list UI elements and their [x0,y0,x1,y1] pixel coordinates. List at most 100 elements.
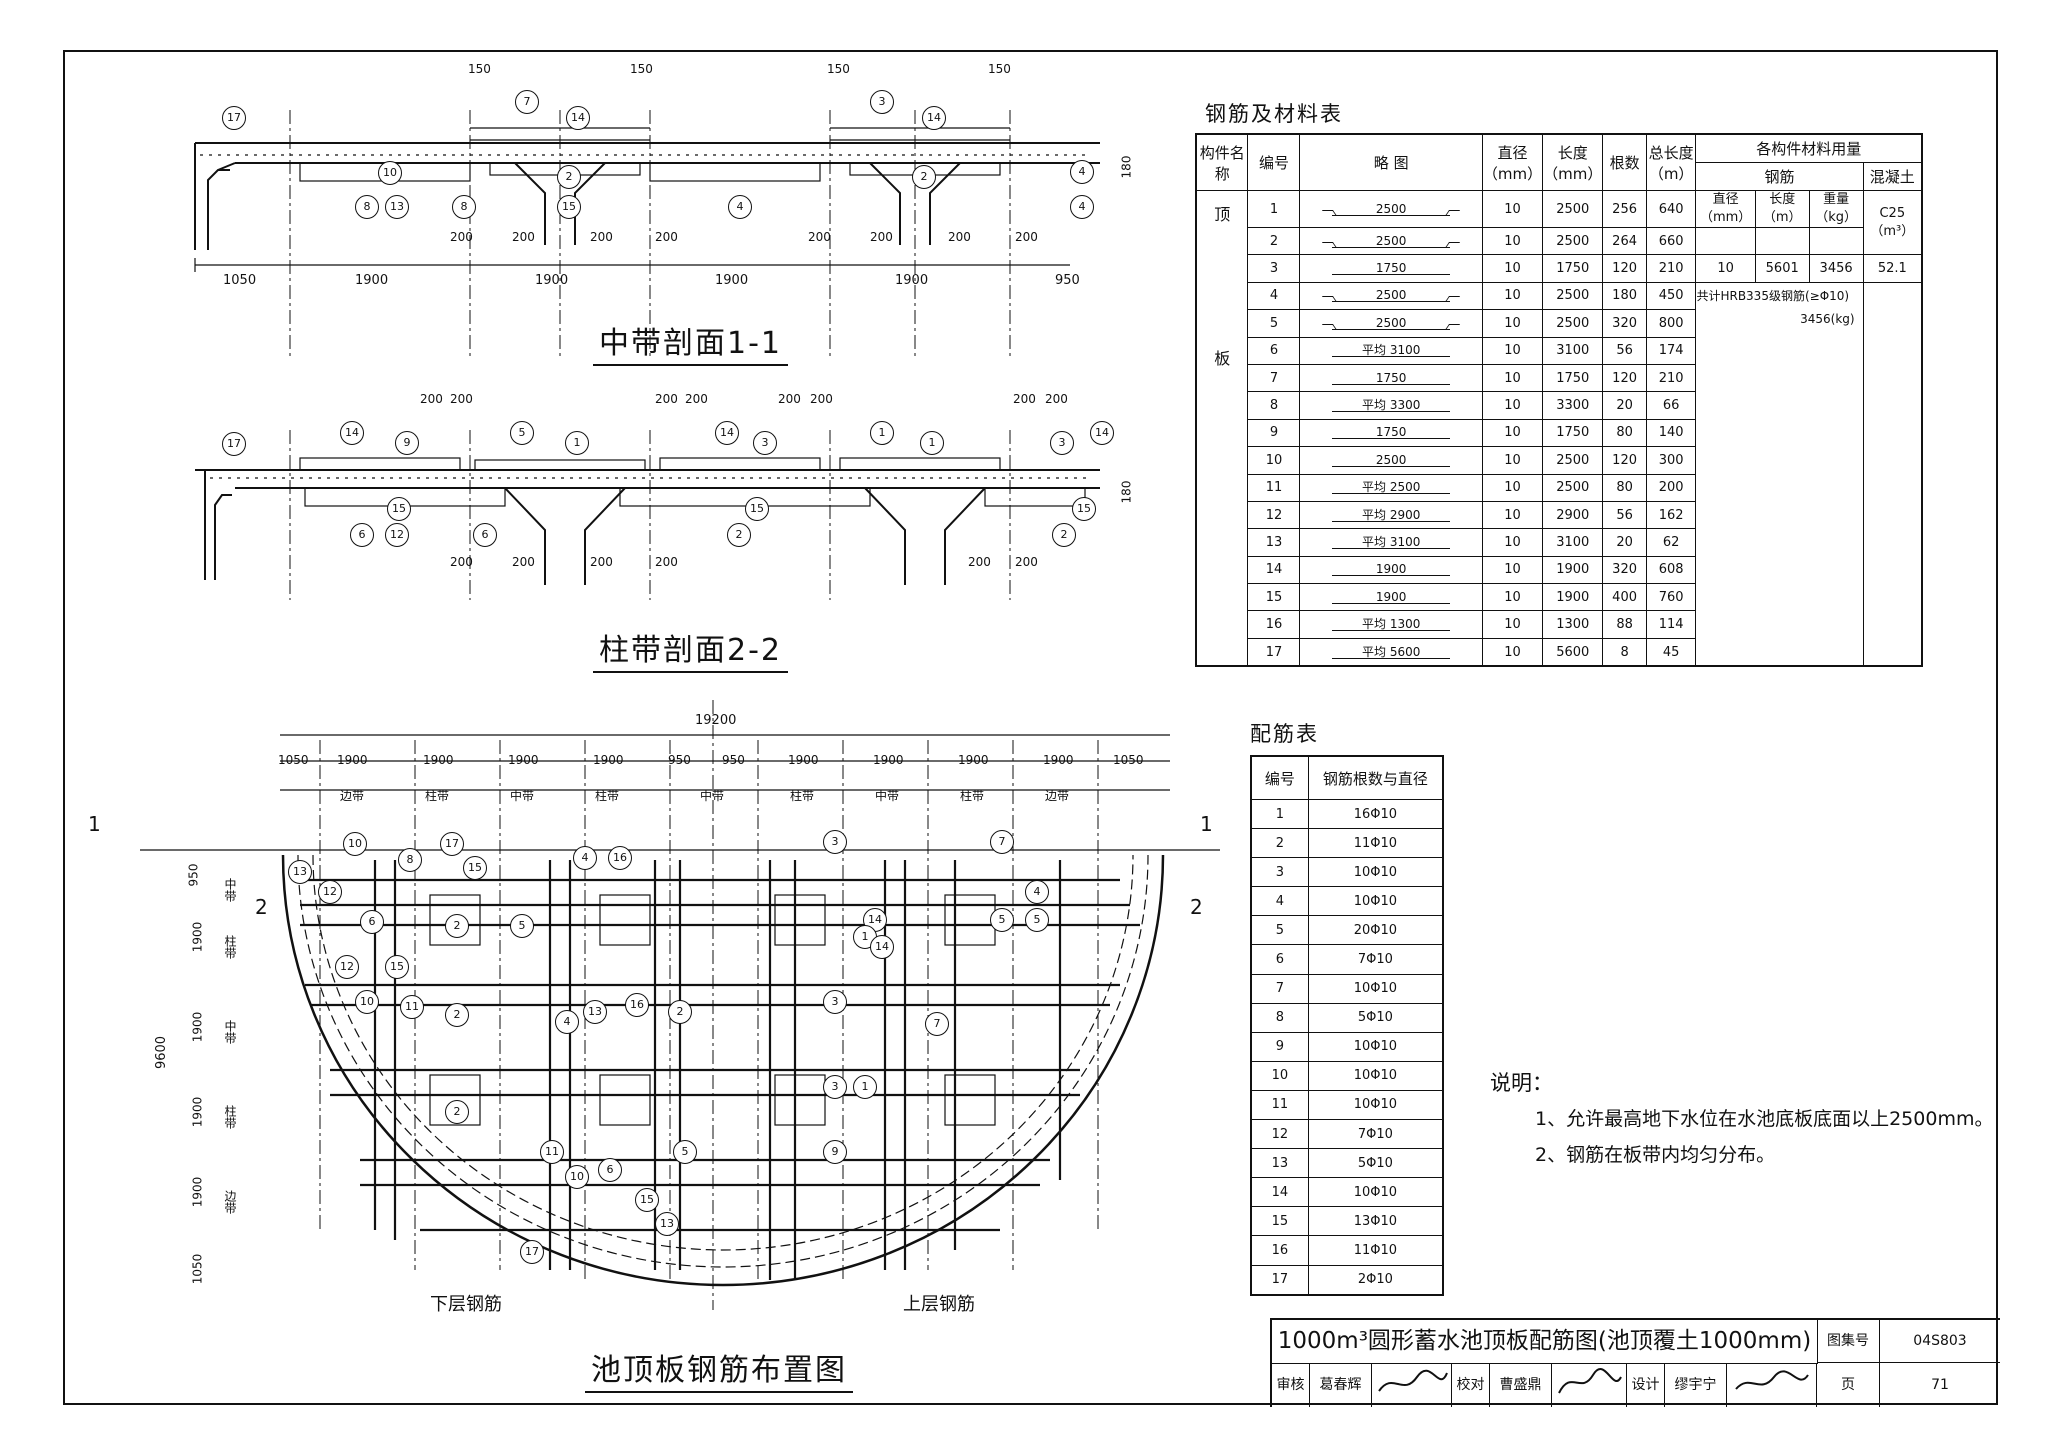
mat-total: 640 [1645,190,1697,228]
review-label: 审核 [1272,1363,1310,1407]
mat-sketch-bar: 1750 [1332,372,1451,385]
mat-sketch-bar: 平均 1300 [1332,618,1451,632]
section-1-callout: 8 [452,195,476,219]
section-2-sub-dim: 200 [655,555,678,569]
mat-len: 3100 [1542,336,1604,365]
plan-title: 池顶板钢筋布置图 [585,1345,853,1393]
mat-no: 12 [1247,500,1301,530]
mat-sketch: 2500 [1299,226,1483,256]
mat-len: 2500 [1542,281,1604,311]
mat-len: 2500 [1542,190,1604,228]
rebar-spec: 10Φ10 [1307,973,1444,1004]
mat-sketch-bar: 平均 2500 [1332,481,1451,495]
usage-blank [1808,226,1864,256]
mat-sketch-bar: 1900 [1332,591,1451,604]
section-1-dim: 1900 [715,273,749,288]
page-number: 71 [1931,1377,1949,1393]
rebar-spec: 10Φ10 [1307,1060,1444,1091]
plan-callout: 10 [565,1165,589,1189]
member-name-cell: 顶板 [1195,190,1249,667]
plan-callout: 3 [823,990,847,1014]
mat-count: 80 [1602,418,1647,448]
section-2-callout: 15 [1072,497,1096,521]
mat-total: 450 [1645,281,1697,311]
mat-sketch-bar: 2500 [1332,317,1451,330]
mat-sketch-bar: 平均 5600 [1332,646,1451,659]
usage-wt: 3456 [1808,254,1864,283]
plan-left-band: 中带 [223,1020,237,1044]
plan-callout: 7 [925,1012,949,1036]
rebar-spec: 2Φ10 [1307,1264,1444,1296]
section-1-callout: 3 [870,90,894,114]
cut-mark-1-right: 1 [1200,812,1213,836]
mat-dia: 10 [1481,254,1544,283]
mat-total: 200 [1645,473,1697,502]
th-total: 总长度（m） [1645,133,1697,191]
rebar-spec: 13Φ10 [1307,1206,1444,1237]
mat-sketch-bar: 平均 3100 [1332,536,1451,549]
section-2-top-dim: 200 [450,392,473,406]
mat-sketch-bar: 平均 3100 [1332,344,1451,358]
mat-no: 9 [1247,418,1301,448]
th-sketch: 略 图 [1299,133,1483,191]
mat-len: 3100 [1542,528,1604,557]
mat-sketch: 2500 [1299,190,1483,228]
section-1-sub-dim: 200 [948,230,971,244]
rebar-no: 12 [1250,1119,1309,1150]
mat-total: 174 [1645,336,1697,365]
note-2: 2、钢筋在板带内均匀分布。 [1535,1144,1776,1166]
section-1-callout: 2 [557,165,581,189]
mat-dia: 10 [1481,309,1544,338]
rebar-spec: 20Φ10 [1307,915,1444,946]
rebar-no: 15 [1250,1206,1309,1237]
mat-sketch-bar: 1750 [1332,262,1451,276]
mat-dia: 10 [1481,226,1544,256]
th-len: 长度（mm） [1542,133,1604,191]
mat-no: 1 [1247,190,1301,228]
th-count: 根数 [1602,133,1647,191]
section-2-callout: 12 [385,523,409,547]
section-2-title: 柱带剖面2-2 [593,625,788,673]
plan-left-band: 边带 [223,1190,237,1214]
mat-sketch: 1900 [1299,555,1483,585]
plan-width-dim: 1900 [508,753,539,767]
mat-sketch: 平均 5600 [1299,637,1483,667]
section-2-callout: 2 [727,523,751,547]
rebar-no: 5 [1250,915,1309,946]
mat-sketch: 1750 [1299,418,1483,448]
mat-count: 120 [1602,254,1647,283]
plan-left-dim: 1900 [190,1096,205,1128]
mat-sketch: 2500 [1299,309,1483,338]
mat-no: 15 [1247,583,1301,612]
section-2-thickness: 180 [1119,480,1134,504]
member-name-top: 顶 [1214,205,1231,224]
section-1-sub-dim: 200 [808,230,831,244]
mat-len: 2500 [1542,309,1604,338]
drawing-title: 1000m³圆形蓄水池顶板配筋图(池顶覆土1000mm) [1272,1320,1818,1364]
rebar-spec: 10Φ10 [1307,886,1444,917]
plan-callout: 2 [445,1003,469,1027]
mat-no: 4 [1247,281,1301,311]
mat-total: 800 [1645,309,1697,338]
mat-total: 66 [1645,391,1697,420]
plan-band: 边带 [1045,789,1070,803]
plan-callout: 14 [863,908,887,932]
mat-sketch: 1750 [1299,254,1483,283]
plan-radius-dim: 9600 [154,1035,170,1070]
section-2-top-dim: 200 [655,392,678,406]
section-2-callout: 1 [870,421,894,445]
mat-len: 2500 [1542,226,1604,256]
mat-total: 62 [1645,528,1697,557]
plan-callout: 6 [360,910,384,934]
section-2-callout: 14 [340,421,364,445]
section-1-callout: 14 [922,106,946,130]
